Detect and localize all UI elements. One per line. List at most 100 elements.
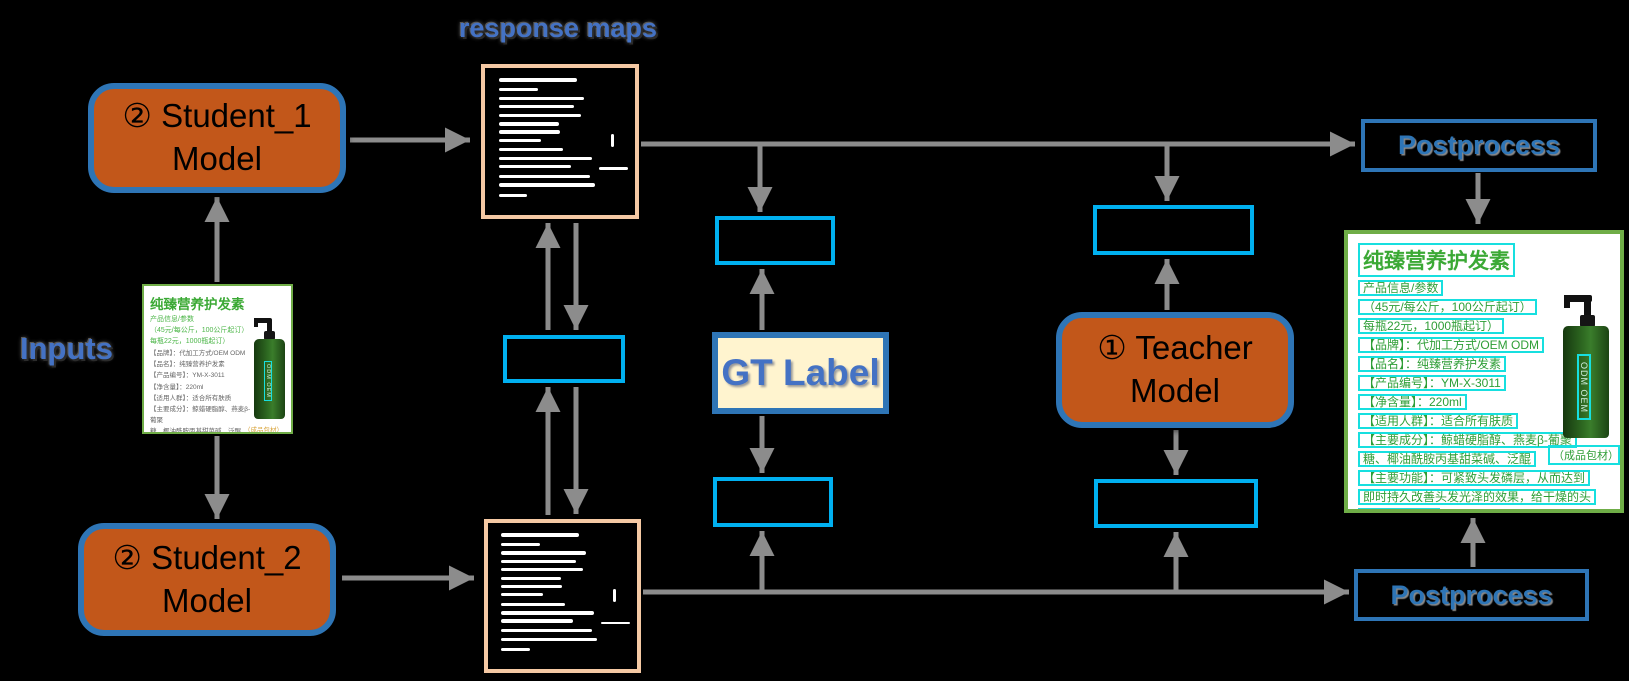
card-text-line: 发足够的滋养: [1358, 507, 1610, 509]
map-text-stroke: [501, 602, 566, 606]
bottle-body: [254, 339, 285, 419]
map-text-stroke: [501, 628, 593, 633]
ocr-highlighted-text: 【主要功能】：可紧致头发磷层，从而达到: [1358, 470, 1591, 486]
output-bottle-pump-tip: [1564, 295, 1570, 308]
response-map2-content: [488, 523, 637, 669]
ocr-highlighted-text: 【品名】：纯臻营养护发素: [1358, 356, 1507, 372]
teacher-label-line1: ① Teacher: [1097, 329, 1253, 367]
bottle-pump-arm: [254, 318, 272, 323]
map-text-stroke: [498, 122, 559, 126]
map-text-stroke: [501, 593, 544, 597]
ocr-highlighted-text: 【品牌】：代加工方式/OEM ODM: [1358, 337, 1544, 353]
map-text-stroke: [498, 183, 595, 187]
input-card-price2: 每瓶22元，1000瓶起订）: [150, 337, 230, 345]
map-text-stroke: [498, 96, 584, 100]
map-text-stroke: [501, 542, 541, 546]
map-text-stroke: [498, 148, 563, 152]
map-text-stroke: [501, 611, 594, 615]
output-bottle-image: ODM OEM: [1560, 292, 1612, 442]
map-text-stroke: [501, 585, 563, 589]
card-text-line: 【净含量】：220ml: [1358, 393, 1610, 411]
map-text-stroke: [611, 134, 614, 148]
map-text-stroke: [599, 167, 628, 170]
map-text-stroke: [498, 78, 577, 83]
ocr-highlighted-text: 产品信息/参数: [1358, 280, 1444, 296]
map-text-stroke: [498, 130, 560, 134]
input-card-details: 【品牌】：代加工方式/OEM ODM【品名】：纯臻营养护发素【产品编号】：YM-…: [150, 349, 255, 434]
card-text-line: 【品牌】：代加工方式/OEM ODM: [1358, 336, 1610, 354]
product-bottle-image: ODM OEM: [252, 316, 286, 421]
node-student2-model: ② Student_2 Model: [78, 523, 336, 636]
card-text-line: 产品信息/参数: [1358, 279, 1610, 297]
map-text-stroke: [501, 637, 597, 641]
map-text-stroke: [498, 156, 592, 161]
output-bottle-pump-stem: [1584, 300, 1591, 318]
ocr-highlighted-text: 【产品编号】：YM-X-3011: [1358, 375, 1506, 391]
map-text-stroke: [498, 104, 574, 108]
input-product-image: 纯臻营养护发素 产品信息/参数 （45元/每公斤，100公斤起订） 每瓶22元，…: [142, 284, 293, 434]
response-map1-content: [485, 68, 635, 215]
bottle-pump-collar: [264, 331, 275, 340]
card-text-line: 【主要成分】：鲸蜡硬脂醇、燕麦β-葡聚: [150, 406, 251, 424]
ocr-highlighted-text: 糖、椰油酰胺丙基甜菜碱、泛醌: [1358, 451, 1537, 467]
card-text-line: 【适用人群】：适合所有肤质: [1358, 412, 1610, 430]
map-text-stroke: [498, 113, 581, 117]
ocr-highlighted-text: 即时持久改善头发光泽的效果，给干燥的头: [1358, 489, 1597, 505]
card-text-line: 【主要功能】：可紧致头发磷层，从而达到: [1358, 469, 1610, 487]
map-text-stroke: [501, 533, 579, 538]
output-card-caption: （成品包材）: [1548, 445, 1620, 465]
node-student1-model: ② Student_1 Model: [88, 83, 346, 193]
output-card-text-lines: 产品信息/参数 （45元/每公斤，100公斤起订） 每瓶22元，1000瓶起订） 【品…: [1358, 279, 1610, 509]
card-text-line: 【品牌】：代加工方式/OEM ODM: [150, 349, 246, 357]
bottle-label-text: ODM OEM: [264, 361, 272, 401]
loss-box-mutual-students: [503, 335, 625, 383]
card-text-line: 【产品编号】：YM-X-3011: [1358, 374, 1610, 392]
map-text-stroke: [501, 559, 576, 563]
output-card-title: 纯臻营养护发素: [1358, 243, 1515, 277]
map-text-stroke: [498, 138, 541, 142]
input-card-subtitle: 产品信息/参数: [150, 316, 194, 323]
student2-label-line2: Model: [162, 581, 252, 619]
map-text-stroke: [501, 577, 561, 581]
output-bottle-pump-collar: [1580, 315, 1595, 327]
input-card-caption: （成品包材）: [244, 427, 283, 434]
node-teacher-model: ① Teacher Model: [1056, 312, 1294, 428]
output-bottle-pump-arm: [1564, 295, 1592, 302]
node-postprocess-top: Postprocess: [1361, 119, 1597, 172]
card-text-line: 糖、椰油酰胺丙基甜菜碱、泛醌: [150, 428, 241, 434]
map-text-stroke: [501, 568, 584, 572]
output-card-caption-wrap: （成品包材）: [1548, 444, 1620, 466]
node-gt-label: GT Label: [712, 332, 889, 414]
response-map-student2: [484, 519, 641, 673]
card-text-line: 即时持久改善头发光泽的效果，给干燥的头: [1358, 488, 1610, 506]
card-text-line: 【主要成分】：鲸蜡硬脂醇、燕麦β-葡聚: [1358, 431, 1610, 449]
map-text-stroke: [501, 551, 587, 555]
map-text-stroke: [501, 619, 573, 623]
card-text-line: 糖、椰油酰胺丙基甜菜碱、泛醌: [1358, 450, 1610, 468]
loss-box-teacher-lower: [1094, 479, 1258, 528]
loss-box-gt-lower: [713, 477, 833, 527]
map-text-stroke: [601, 621, 630, 625]
card-text-line: 【产品编号】：YM-X-3011: [150, 372, 225, 380]
map-text-stroke: [501, 647, 530, 652]
card-text-line: （45元/每公斤，100公斤起订）: [1358, 298, 1610, 316]
bottle-pump-tip: [254, 318, 258, 327]
loss-box-teacher-upper: [1093, 205, 1254, 255]
gt-label-text: GT Label: [721, 352, 880, 393]
ocr-highlighted-text: （45元/每公斤，100公斤起订）: [1358, 299, 1537, 315]
input-card-title: 纯臻营养护发素: [150, 297, 245, 312]
map-text-stroke: [498, 174, 590, 178]
teacher-label-line2: Model: [1130, 372, 1220, 409]
ocr-highlighted-text: 【主要成分】：鲸蜡硬脂醇、燕麦β-葡聚: [1358, 432, 1577, 448]
card-text-line: 【品名】：纯臻营养护发素: [1358, 355, 1610, 373]
node-postprocess-bottom: Postprocess: [1354, 569, 1589, 621]
ocr-highlighted-text: 【净含量】：220ml: [1358, 394, 1467, 410]
bottle-pump-stem: [267, 321, 272, 333]
output-bottle-label-text: ODM OEM: [1577, 354, 1591, 420]
postprocess-bottom-text: Postprocess: [1390, 579, 1553, 610]
map-text-stroke: [613, 588, 617, 602]
map-text-stroke: [498, 165, 571, 169]
card-text-line: 【净含量】：220ml: [150, 383, 204, 391]
ocr-highlighted-text: 发足够的滋养: [1358, 508, 1441, 509]
ocr-highlighted-text: 每瓶22元，1000瓶起订）: [1358, 318, 1505, 334]
